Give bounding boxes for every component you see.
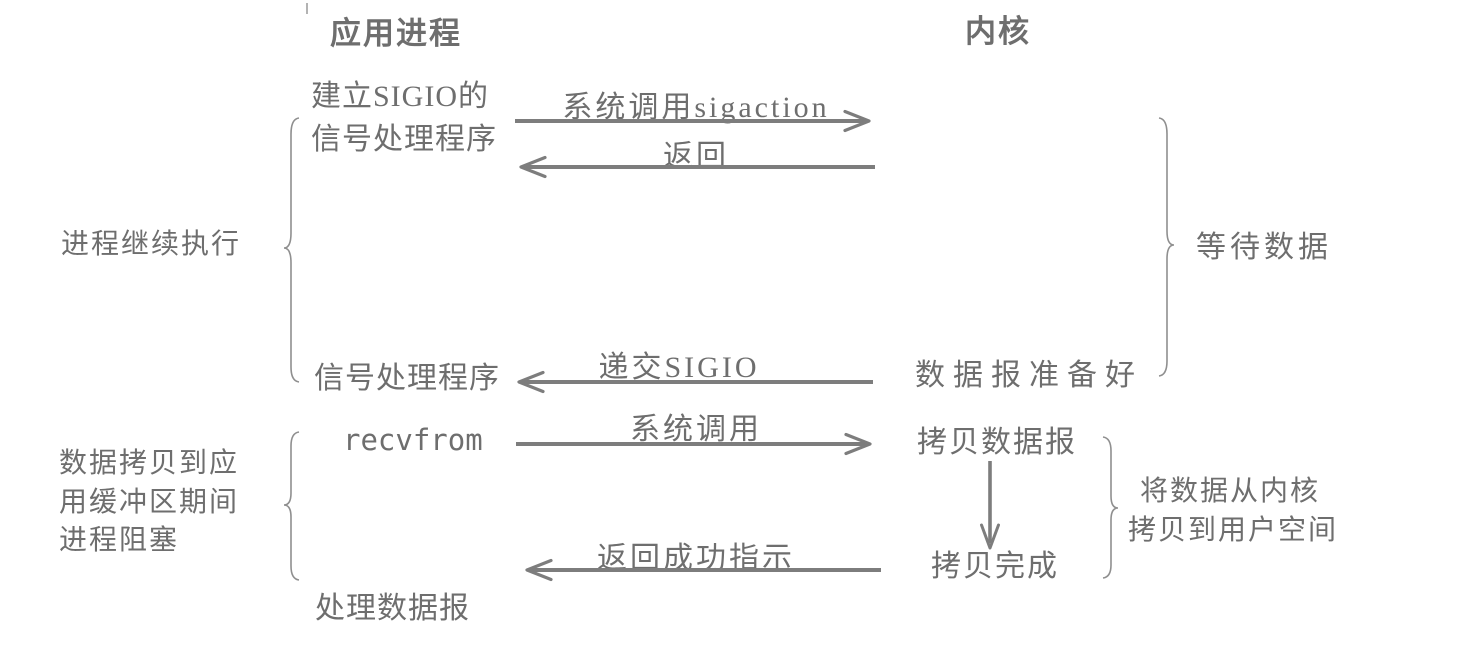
arrow-return xyxy=(519,155,875,179)
arrow-syscall-label: 系统调用 xyxy=(630,413,762,446)
arrowhead-down-icon xyxy=(980,523,1000,550)
label-wait-data: 等待数据 xyxy=(1196,231,1332,264)
stray-mark xyxy=(306,3,308,14)
label-copy-complete: 拷贝完成 xyxy=(931,550,1059,583)
label-recvfrom: recvfrom xyxy=(343,423,483,457)
kernel-copy-line1: 将数据从内核 xyxy=(1139,476,1320,507)
label-copy-datagram: 拷贝数据报 xyxy=(917,426,1077,459)
arrowhead-right-icon xyxy=(843,109,871,133)
label-process-continues: 进程继续执行 xyxy=(61,229,242,260)
right-brace-icon xyxy=(1102,436,1119,579)
arrow-return-success xyxy=(525,558,881,582)
kernel-copy-line2: 拷贝到用户空间 xyxy=(1128,514,1339,546)
label-kernel-copy-note: 将数据从内核 拷贝到用户空间 xyxy=(1128,473,1339,550)
arrow-syscall xyxy=(516,432,872,456)
establish-sigio-line2: 信号处理程序 xyxy=(311,122,497,156)
label-datagram-ready: 数据报准备好 xyxy=(915,359,1143,392)
arrow-sigaction-label: 系统调用sigaction xyxy=(562,91,830,124)
column-header-application: 应用进程 xyxy=(330,16,462,51)
blocked-note-line1: 数据拷贝到应 xyxy=(59,448,240,479)
right-brace-kernel-copy xyxy=(1102,436,1119,579)
label-establish-sigio: 建立SIGIO的 信号处理程序 xyxy=(311,80,497,157)
arrowhead-left-icon xyxy=(525,558,553,582)
right-brace-icon xyxy=(1158,117,1175,377)
arrow-deliver-sigio-label: 递交SIGIO xyxy=(598,351,760,384)
blocked-note-line2: 用缓冲区期间 xyxy=(59,486,240,518)
arrowhead-left-icon xyxy=(517,370,545,394)
column-header-kernel: 内核 xyxy=(965,14,1031,49)
label-process-datagram: 处理数据报 xyxy=(315,592,470,625)
left-brace-process-continues xyxy=(283,117,300,383)
arrowhead-left-icon xyxy=(519,155,547,179)
arrow-sigaction xyxy=(515,109,871,133)
arrowhead-right-icon xyxy=(844,432,872,456)
label-blocked-note: 数据拷贝到应 用缓冲区期间 进程阻塞 xyxy=(59,445,239,561)
arrow-deliver-sigio xyxy=(517,370,873,394)
blocked-note-line3: 进程阻塞 xyxy=(59,525,180,557)
right-brace-wait-data xyxy=(1158,117,1175,377)
establish-sigio-line1: 建立SIGIO的 xyxy=(311,80,489,113)
label-signal-handler: 信号处理程序 xyxy=(314,362,500,395)
left-brace-blocked xyxy=(283,431,300,581)
left-brace-icon xyxy=(283,117,300,383)
left-brace-icon xyxy=(283,431,300,581)
arrow-copy-down xyxy=(980,461,1000,550)
